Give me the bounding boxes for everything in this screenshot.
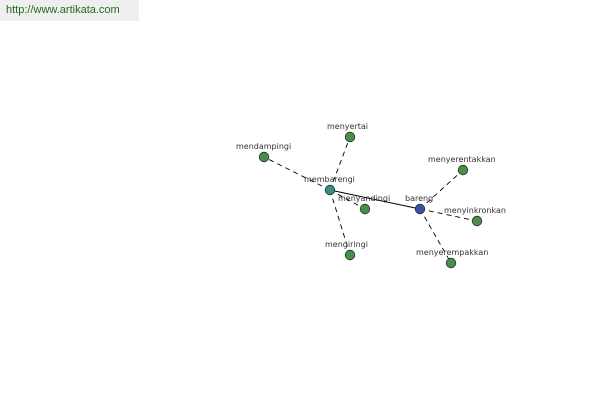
node-mengiringi[interactable] — [344, 249, 356, 261]
edge-membarengi-mendampingi — [263, 156, 331, 191]
edge-membarengi-bareng — [329, 189, 421, 210]
edge-membarengi-mengiringi — [329, 189, 351, 256]
node-label-mengiringi[interactable]: mengiringi — [325, 240, 368, 249]
node-menyerentakkan[interactable] — [457, 164, 469, 176]
nodes-layer — [258, 131, 483, 269]
node-label-menyerentakkan[interactable]: menyerentakkan — [428, 155, 496, 164]
node-label-mendampingi[interactable]: mendampingi — [236, 142, 291, 151]
node-bareng[interactable] — [414, 203, 426, 215]
node-label-bareng[interactable]: bareng — [405, 194, 433, 203]
edge-bareng-menyerentakkan — [419, 169, 464, 210]
node-label-membarengi[interactable]: membarengi — [304, 175, 355, 184]
edge-membarengi-menyandingi — [329, 189, 366, 210]
node-menyertai[interactable] — [344, 131, 356, 143]
node-label-menyinkronkan[interactable]: menyinkronkan — [444, 206, 506, 215]
node-membarengi[interactable] — [324, 184, 336, 196]
edge-membarengi-menyertai — [329, 136, 351, 191]
labels-layer: bareng membarengi menyertai mendampingi meny… — [236, 122, 506, 257]
node-label-menyertai[interactable]: menyertai — [327, 122, 368, 131]
node-menyerempakkan[interactable] — [445, 257, 457, 269]
edge-bareng-menyinkronkan — [419, 208, 478, 222]
edge-bareng-menyerempakkan — [419, 208, 452, 264]
node-mendampingi[interactable] — [258, 151, 270, 163]
node-label-menyerempakkan[interactable]: menyerempakkan — [416, 248, 488, 257]
node-menyandingi[interactable] — [359, 203, 371, 215]
edges-layer — [263, 136, 478, 264]
node-label-menyandingi[interactable]: menyandingi — [338, 194, 390, 203]
node-menyinkronkan[interactable] — [471, 215, 483, 227]
source-link[interactable]: http://www.artikata.com — [0, 0, 139, 21]
